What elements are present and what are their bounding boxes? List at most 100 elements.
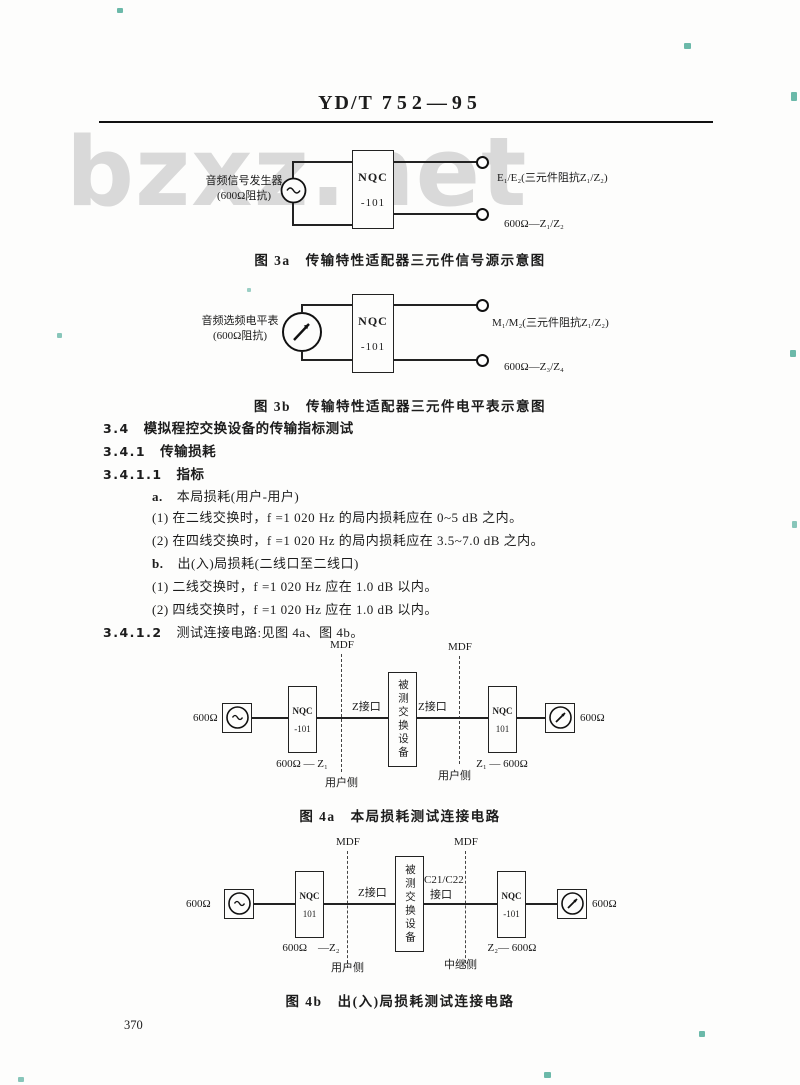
- scan-artifact: [791, 92, 797, 101]
- fig4b-nqc-right-box: NQC -101: [497, 871, 526, 938]
- scan-artifact: [790, 350, 796, 357]
- watermark-text: bzxz.net: [66, 118, 528, 228]
- fig3b-wire: [394, 359, 477, 361]
- fig4a-z-port-right-label: Z接口: [418, 701, 447, 713]
- scan-artifact: [792, 521, 797, 528]
- fig4a-source-impedance: 600Ω: [193, 712, 218, 724]
- scan-artifact: [247, 288, 251, 292]
- nqc-model: -101: [503, 908, 520, 919]
- section-number: 3.4: [103, 421, 130, 436]
- section-3-4: 3.4 模拟程控交换设备的传输指标测试: [103, 417, 354, 437]
- item-b: b.出(入)局损耗(二线口至二线口): [152, 553, 359, 572]
- fig3a-wire: [394, 213, 477, 215]
- fig4a-nqc-right-impedance: Z₁ — 600Ω: [476, 758, 528, 770]
- fig3b-wire: [301, 304, 303, 313]
- sine-generator-icon: [280, 177, 307, 204]
- fig4a-wire: [317, 717, 388, 719]
- fig4a-dut-box: 被测交换设备: [388, 672, 417, 767]
- fig4b-c-port-label-line2: 接口: [430, 889, 452, 901]
- scan-artifact: [18, 1077, 24, 1082]
- sine-generator-icon: [222, 703, 252, 733]
- fig3b-device-impedance: (600Ω阻抗): [212, 329, 267, 342]
- fig3a-wire: [292, 162, 294, 178]
- fig3a-wire: [292, 161, 353, 163]
- fig4b-wire: [424, 903, 497, 905]
- fig3a-nqc-adapter-box: NQC -101: [352, 150, 394, 229]
- fig4b-wire: [324, 903, 395, 905]
- fig3b-nqc-name: NQC: [358, 314, 388, 328]
- nqc-name: NQC: [299, 890, 320, 901]
- fig3b-wire: [394, 304, 477, 306]
- nqc-name: NQC: [501, 890, 522, 901]
- fig3a-device-label: 音频信号发生器 (600Ω阻抗): [196, 174, 292, 204]
- fig3a-output-bottom-label: 600Ω—Z₁/Z₂: [504, 218, 564, 230]
- fig3a-wire: [292, 203, 294, 226]
- fig4b-mdf-right-label: MDF: [454, 836, 478, 848]
- fig3a-wire: [292, 224, 353, 226]
- level-meter-icon: [281, 311, 323, 353]
- fig4b-z-port-label: Z接口: [358, 887, 387, 899]
- item-text: 出(入)局损耗(二线口至二线口): [177, 556, 359, 571]
- fig3b-caption: 图 3b 传输特性适配器三元件电平表示意图: [253, 399, 547, 414]
- item-a-2: (2) 在四线交换时，f =1 020 Hz 的局内损耗应在 3.5~7.0 d…: [152, 533, 545, 548]
- fig3a-terminal-top: [476, 156, 489, 169]
- fig3a-caption: 图 3a 传输特性适配器三元件信号源示意图: [254, 253, 546, 268]
- section-number: 3.4.1: [103, 444, 147, 459]
- fig4a-nqc-left-impedance: 600Ω — Z₁: [276, 758, 328, 770]
- standard-prefix: YD/T: [318, 92, 374, 114]
- standard-number: 752—95: [381, 92, 482, 114]
- section-title: 模拟程控交换设备的传输指标测试: [143, 421, 354, 436]
- section-number: 3.4.1.1: [103, 467, 163, 482]
- level-meter-icon: [545, 703, 575, 733]
- fig4b-caption: 图 4b 出(入)局损耗测试连接电路: [285, 994, 515, 1009]
- section-title: 指标: [176, 467, 205, 482]
- fig3b-terminal-top: [476, 299, 489, 312]
- fig4b-nqc-left-impedance: 600Ω —Z₂: [282, 942, 340, 954]
- fig4a-caption: 图 4a 本局损耗测试连接电路: [299, 809, 501, 824]
- fig3a-terminal-bottom: [476, 208, 489, 221]
- fig4a-wire: [417, 717, 488, 719]
- fig4b-mdf-left-line: [347, 851, 348, 968]
- section-3-4-1-1: 3.4.1.1 指标: [103, 463, 205, 483]
- nqc-model: -101: [294, 723, 311, 734]
- fig4b-mdf-left-label: MDF: [336, 836, 360, 848]
- fig3a-output-top-label: E₁/E₂(三元件阻抗Z₁/Z₂): [497, 172, 608, 184]
- fig4a-wire: [517, 717, 545, 719]
- fig4a-mdf-right-line: [459, 656, 460, 764]
- fig4a-mdf-left-line: [341, 654, 342, 772]
- nqc-model: 101: [302, 908, 317, 919]
- fig4a-wire: [252, 717, 288, 719]
- level-meter-icon: [557, 889, 587, 919]
- nqc-name: NQC: [492, 705, 513, 716]
- fig4b-wire: [254, 903, 295, 905]
- fig4a-mdf-left-label: MDF: [330, 639, 354, 651]
- fig3b-device-label: 音频选频电平表 (600Ω阻抗): [190, 314, 290, 344]
- fig4a-side-left-label: 用户侧: [325, 777, 358, 789]
- section-title: 传输损耗: [160, 444, 217, 459]
- item-label: a.: [152, 489, 163, 504]
- scan-artifact: [117, 8, 123, 13]
- fig4a-side-right-label: 用户侧: [438, 770, 471, 782]
- fig3b-terminal-bottom: [476, 354, 489, 367]
- fig3b-nqc-adapter-box: NQC -101: [352, 294, 394, 373]
- fig3b-output-bottom-label: 600Ω—Z₃/Z₄: [504, 361, 564, 373]
- fig4a-z-port-left-label: Z接口: [352, 701, 381, 713]
- fig4a-nqc-right-box: NQC 101: [488, 686, 517, 753]
- item-a-1: (1) 在二线交换时，f =1 020 Hz 的局内损耗应在 0~5 dB 之内…: [152, 510, 523, 525]
- nqc-name: NQC: [292, 705, 313, 716]
- item-a: a. 本局损耗(用户-用户): [152, 486, 299, 505]
- fig4b-mdf-right-line: [465, 851, 466, 968]
- fig3b-output-top-label: M₁/M₂(三元件阻抗Z₁/Z₂): [492, 317, 609, 329]
- fig4a-nqc-left-box: NQC -101: [288, 686, 317, 753]
- header-rule: [99, 121, 713, 123]
- fig4b-dut-box: 被测交换设备: [395, 856, 424, 952]
- fig3a-device-name: 音频信号发生器: [205, 175, 283, 187]
- page-header: YD/T 752—95: [0, 92, 800, 115]
- fig4b-nqc-left-box: NQC 101: [295, 871, 324, 938]
- scan-artifact: [544, 1072, 551, 1078]
- fig4b-meter-impedance: 600Ω: [592, 898, 617, 910]
- fig4b-nqc-right-impedance: Z₂— 600Ω: [487, 942, 537, 954]
- sine-generator-icon: [224, 889, 254, 919]
- fig3b-wire: [301, 304, 353, 306]
- item-text: 本局损耗(用户-用户): [176, 489, 300, 504]
